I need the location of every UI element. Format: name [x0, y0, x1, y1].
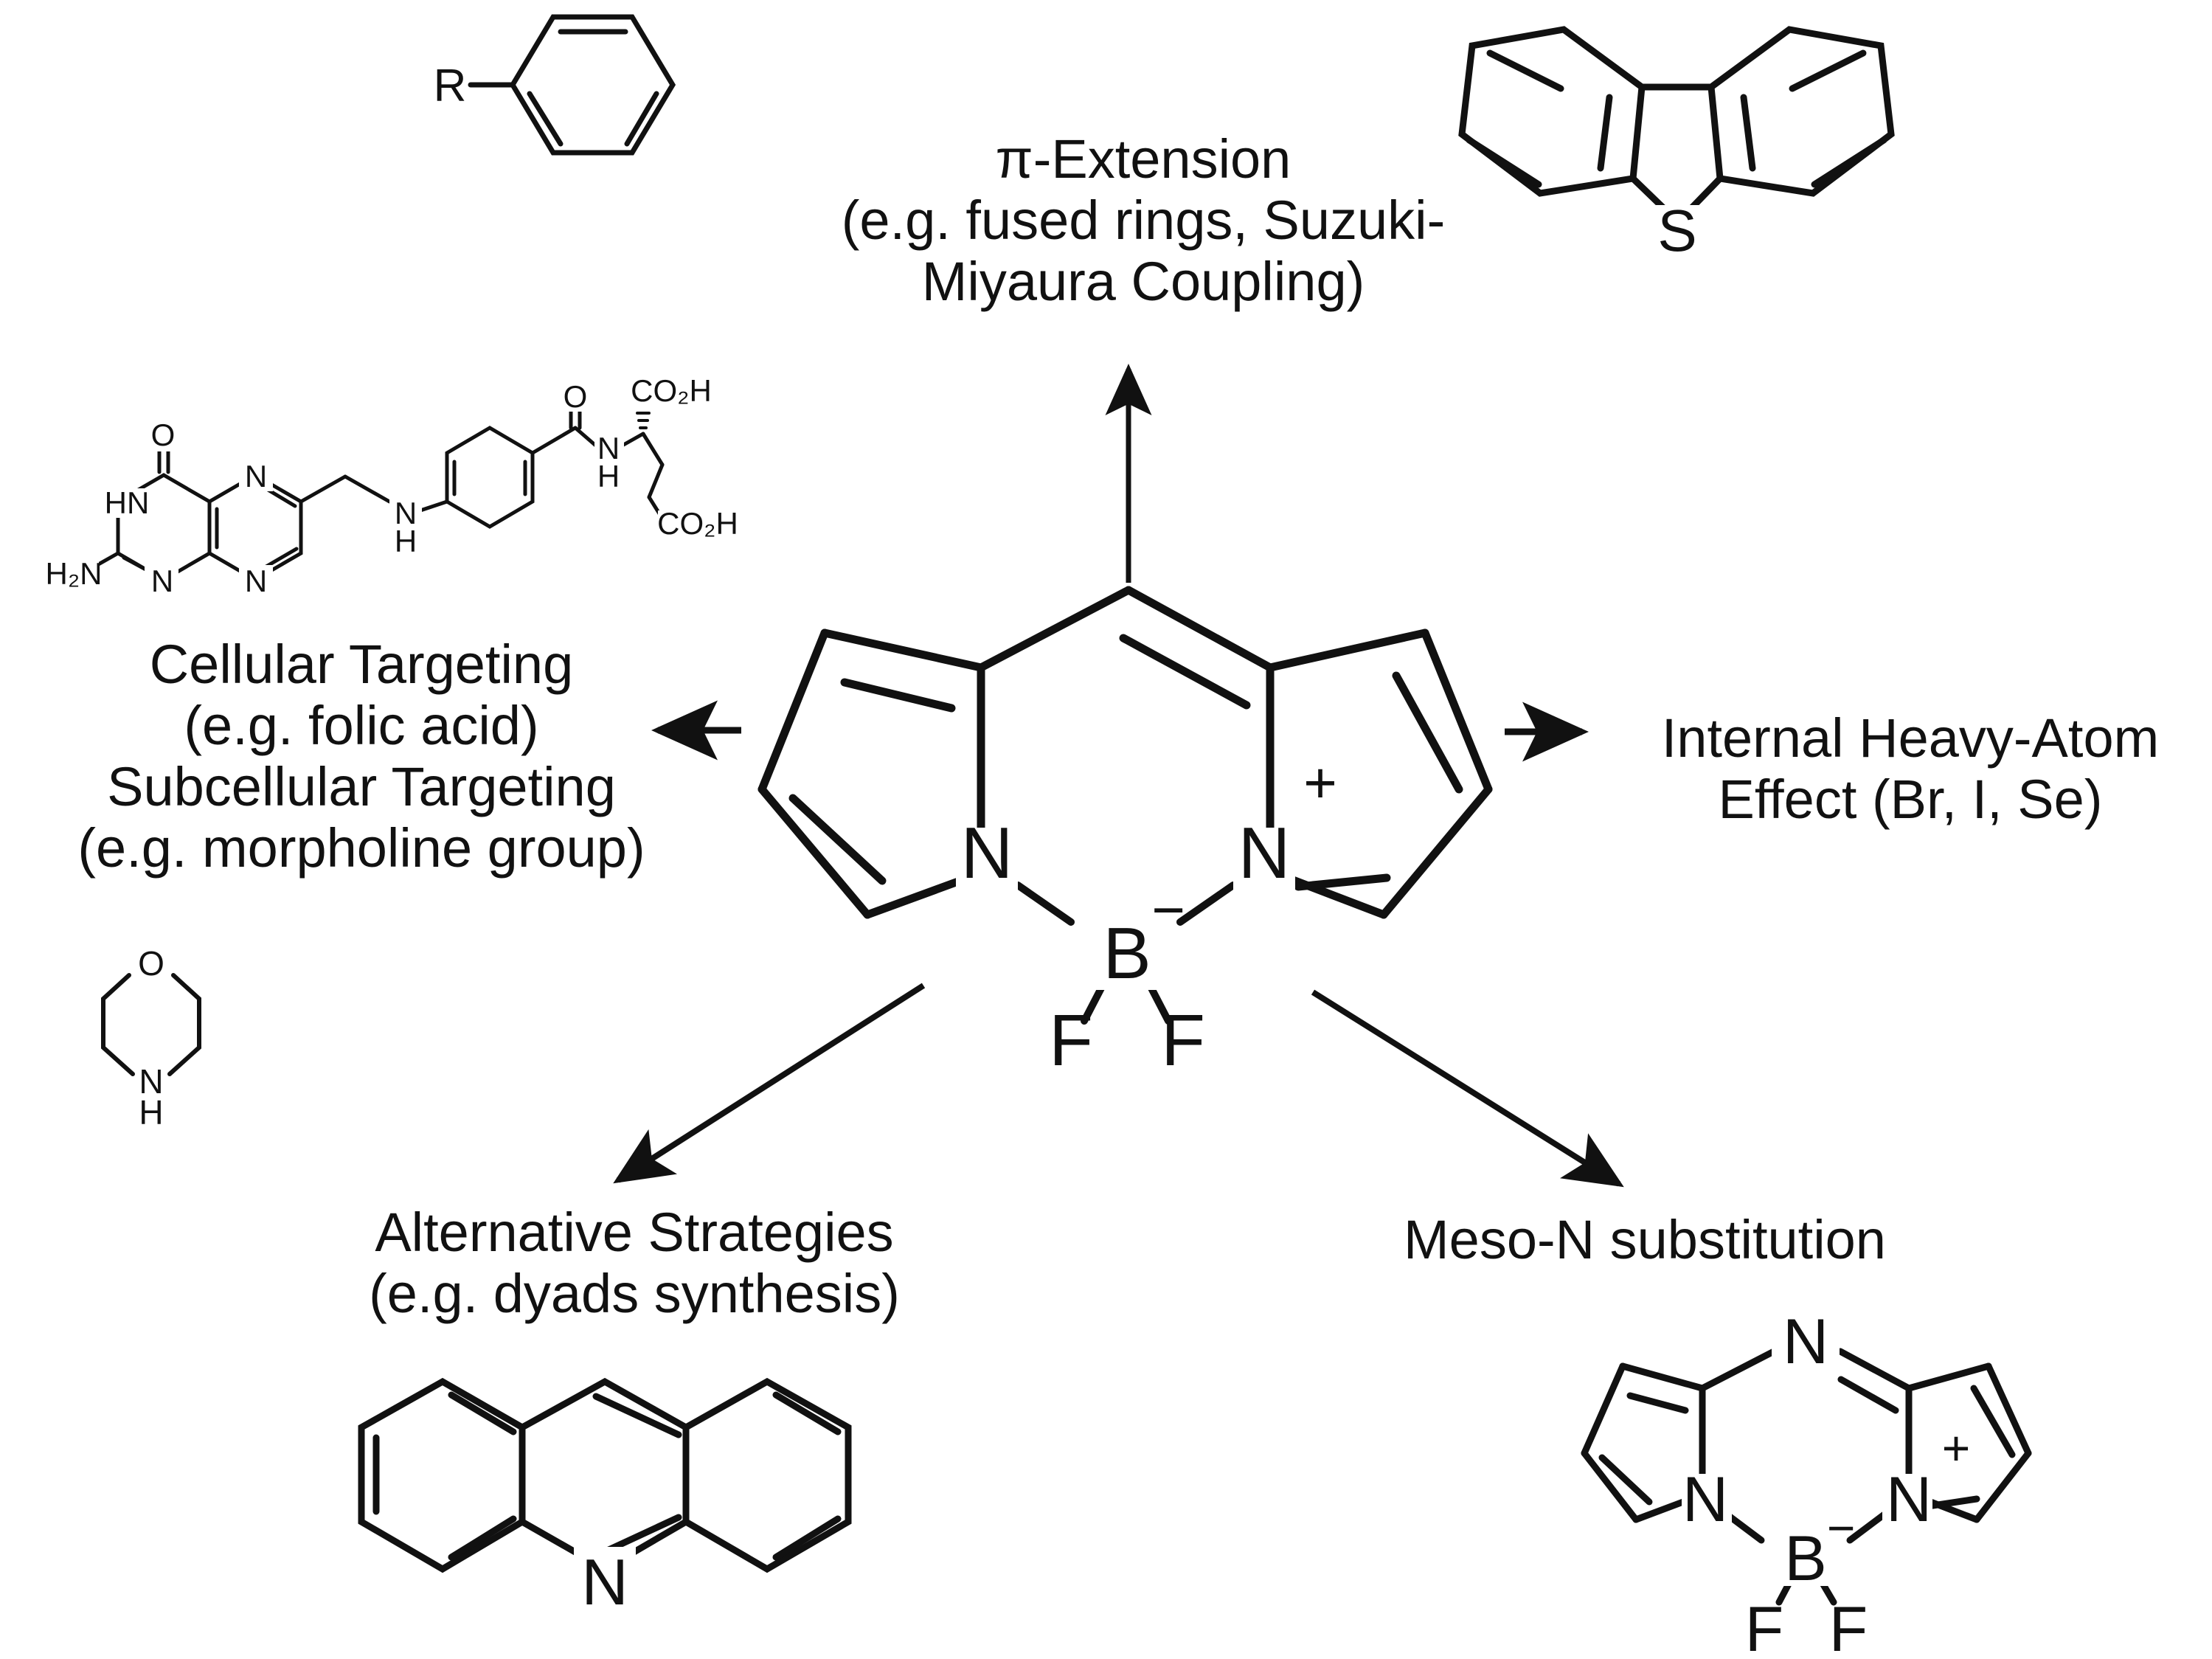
- structure-aza-bodipy: N N N B F F + −: [1581, 1306, 2032, 1659]
- atom-label-f-right: F: [1161, 1000, 1205, 1081]
- atom-label-n-right: N: [1238, 812, 1291, 893]
- atom-label-r: R: [434, 60, 467, 111]
- atom-label-aza-meso-n: N: [1783, 1306, 1828, 1377]
- atom-label-n5: N: [245, 564, 267, 598]
- atom-label-nh-bridge: N: [395, 496, 417, 530]
- charge-plus: +: [1303, 750, 1337, 815]
- atom-label-co2h-gamma: CO₂H: [657, 506, 738, 541]
- atom-label-co2h-alpha: CO₂H: [631, 373, 712, 408]
- atom-label-aza-f-right: F: [1829, 1594, 1868, 1659]
- arrow-down-left: [613, 983, 926, 1184]
- atom-label-morpholine-o: O: [138, 944, 164, 983]
- atom-label-n1: N: [151, 564, 173, 598]
- atom-label-morpholine-h: H: [139, 1093, 163, 1132]
- arrow-down-right: [1311, 989, 1624, 1188]
- atom-label-n-left: N: [961, 812, 1013, 893]
- structure-r-phenyl: R: [434, 14, 676, 156]
- atom-label-acridine-n: N: [581, 1545, 628, 1618]
- label-cellular-targeting: Cellular Targeting (e.g. folic acid) Sub…: [77, 634, 645, 879]
- atom-label-aza-f-left: F: [1745, 1594, 1784, 1659]
- atom-label-n8: N: [245, 459, 267, 493]
- atom-label-aza-n-left: N: [1682, 1464, 1728, 1535]
- structure-bodipy-core: N N B F F + −: [757, 586, 1493, 1081]
- atom-label-s: S: [1657, 198, 1696, 263]
- atom-label-aza-n-right: N: [1886, 1464, 1932, 1535]
- atom-label-nh-bridge-h: H: [395, 524, 417, 558]
- label-meso-n-substitution: Meso-N substitution: [1404, 1209, 1886, 1270]
- label-heavy-atom-effect: Internal Heavy-Atom Effect (Br, I, Se): [1661, 707, 2160, 830]
- atom-label-aza-b: B: [1784, 1523, 1826, 1594]
- atom-label-b: B: [1103, 912, 1151, 994]
- charge-minus: −: [1151, 877, 1185, 942]
- label-alternative-strategies: Alternative Strategies (e.g. dyads synth…: [369, 1202, 900, 1324]
- charge-minus-aza: −: [1827, 1500, 1856, 1555]
- charge-plus-aza: +: [1942, 1421, 1971, 1475]
- atom-label-f-left: F: [1049, 1000, 1093, 1081]
- atom-label-amide-h: H: [597, 459, 620, 493]
- atom-label-morpholine-n: N: [139, 1062, 163, 1101]
- structure-folic-acid: O HN N N N H₂N N H N H O CO₂H CO₂H: [46, 373, 739, 598]
- atom-label-o-amide: O: [564, 379, 588, 414]
- atom-label-o-carbonyl: O: [151, 418, 176, 452]
- structure-morpholine: O N H: [101, 944, 201, 1132]
- structure-acridine: N: [358, 1377, 852, 1618]
- atom-label-h2n: H₂N: [46, 556, 103, 591]
- atom-label-amide-n: N: [597, 431, 620, 465]
- label-pi-extension: π-Extension (e.g. fused rings, Suzuki- M…: [841, 128, 1446, 312]
- structure-dibenzothiophene: S: [1458, 26, 1895, 263]
- atom-label-hn: HN: [105, 485, 150, 520]
